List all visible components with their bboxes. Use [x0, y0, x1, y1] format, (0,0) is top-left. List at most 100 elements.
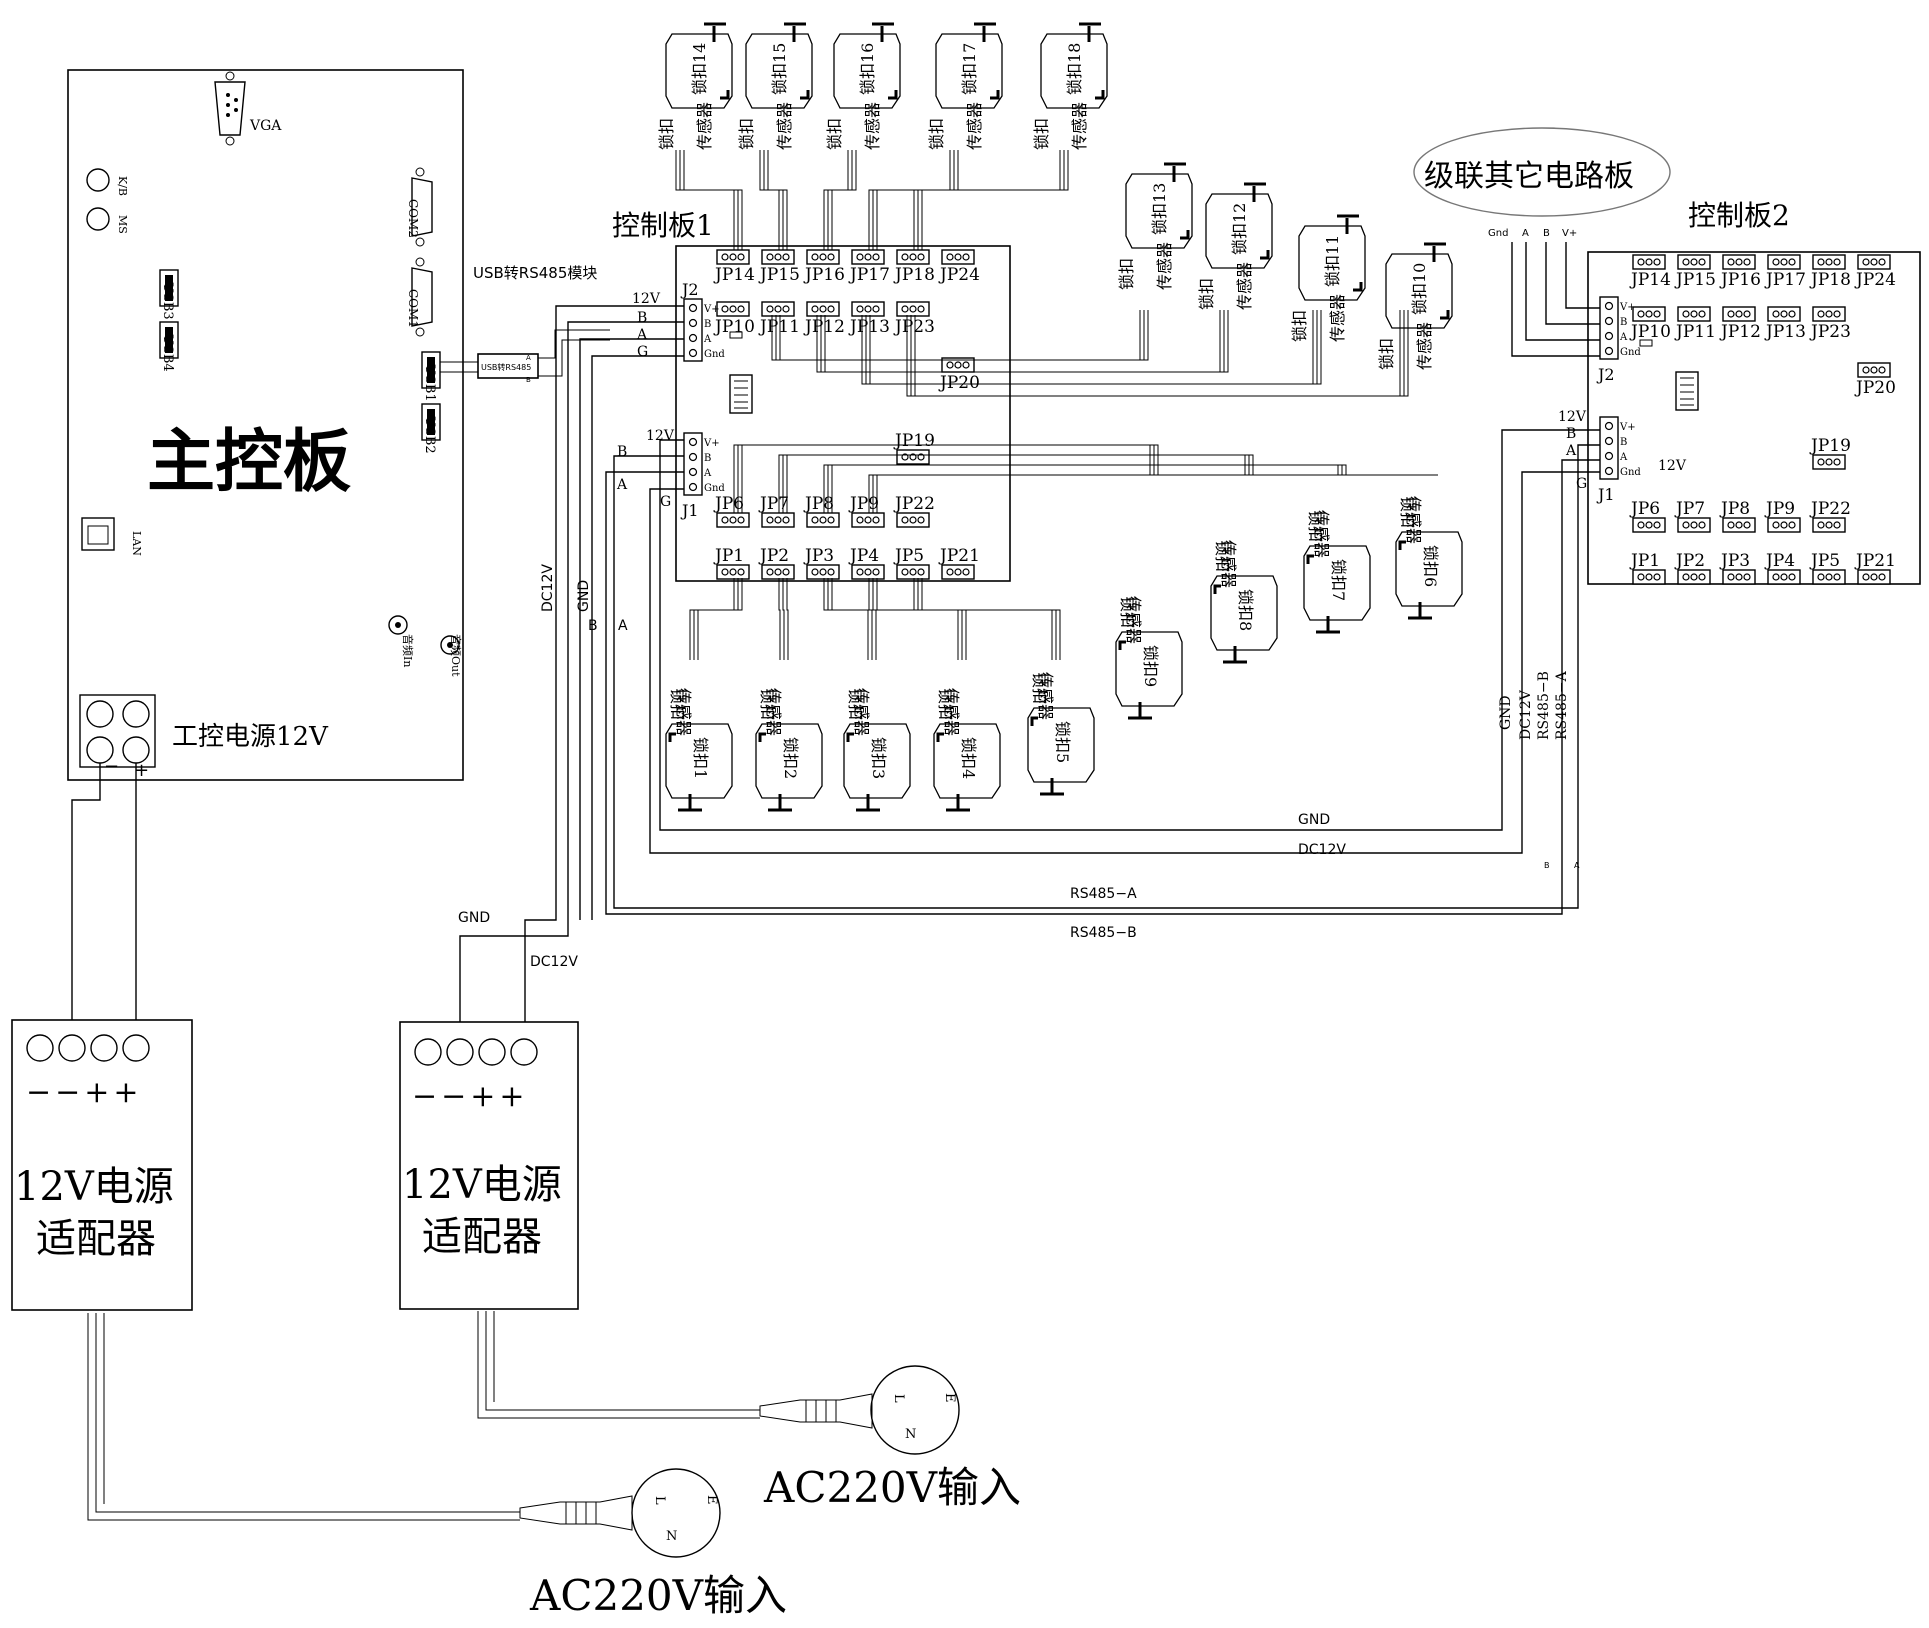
- b1-connectors-jp19: JP19: [893, 431, 935, 465]
- b2-j2-pins-pin-label-2: A: [1619, 332, 1628, 343]
- lock-bot-1-label: 锁扣2: [781, 737, 800, 779]
- b1-connectors-jp14-label: JP14: [713, 265, 755, 285]
- b1-connectors-jp13-label: JP13: [848, 317, 890, 337]
- b2-j1-pins-pin-1: [1604, 436, 1614, 446]
- psu-wire-dc12v: DC12V: [530, 954, 578, 970]
- b2-j2-pins-pin-3: [1604, 346, 1614, 356]
- lock-bot-0-sensor-word: 传感器: [674, 688, 693, 736]
- b1-j1-pins-pin-2: [688, 467, 698, 477]
- b1-connectors-b-jp5: JP5: [893, 546, 930, 580]
- lock-top-4-sensor-word: 传感器: [1070, 102, 1089, 150]
- b2-connectors-jp23: JP23: [1809, 306, 1851, 342]
- b1-connectors-b-jp5-label: JP5: [893, 546, 924, 566]
- psu2-line2: 适配器: [422, 1214, 542, 1260]
- b2-j2-pins-pin-label-1: B: [1620, 317, 1627, 328]
- lock-right-2-label: 锁扣7: [1329, 559, 1348, 601]
- b1-connectors-b-jp21-label: JP21: [938, 546, 980, 566]
- b2-connectors-jp14: JP14: [1629, 254, 1671, 290]
- lock-top-0-label: 锁扣14: [690, 43, 709, 95]
- b1-connectors-jp17: JP17: [848, 249, 890, 285]
- lock-top-1-lock-word: 锁扣: [737, 118, 756, 150]
- lock-right-0-label: 锁扣9: [1141, 645, 1160, 687]
- lock-mid-1-sensor-word: 传感器: [1235, 262, 1254, 310]
- b1-j2-pins-pin-1: [688, 318, 698, 328]
- b1-j1-lead-a: A: [616, 477, 628, 493]
- b1-connectors-jp13: JP13: [848, 301, 890, 337]
- lock-top-0: 锁扣14锁扣传感器: [657, 22, 733, 150]
- power-plus: +: [134, 760, 149, 781]
- ms-label: MS: [116, 215, 129, 234]
- lock-top-3-sensor-word: 传感器: [965, 102, 984, 150]
- plug2-e: E: [942, 1393, 957, 1403]
- b1-connectors-jp10-label: JP10: [713, 317, 755, 337]
- b2-connectors-b-jp1-label: JP1: [1629, 551, 1660, 571]
- b2-j1-lead-a: A: [1565, 443, 1577, 459]
- lock-bot-4-sensor-word: 传感器: [1036, 672, 1055, 720]
- lock-bot-4-lock-word: 锁扣: [1030, 672, 1049, 704]
- lock-mid-1: 锁扣12锁扣传感器: [1197, 182, 1273, 310]
- b2-connectors-jp24-label: JP24: [1854, 270, 1896, 290]
- b2-connectors-jp12: JP12: [1719, 306, 1761, 342]
- b1-connectors-jp11: JP11: [758, 301, 800, 337]
- b1-j1-pins-pin-label-2: A: [703, 468, 712, 479]
- b1-j2-lead-a: A: [636, 327, 648, 343]
- lock-mid-2-lock-word: 锁扣: [1290, 310, 1309, 342]
- b2-connectors-jp10: JP10: [1629, 306, 1671, 342]
- wire-a-small: A: [1574, 861, 1580, 870]
- psu2-line1: 12V电源: [402, 1162, 562, 1208]
- lock-mid-0: 锁扣13锁扣传感器: [1117, 162, 1193, 290]
- b2-connectors-jp13: JP13: [1764, 306, 1806, 342]
- wire-rs485b: RS485−B: [1070, 925, 1137, 941]
- b1-connectors-r3-jp8: JP8: [803, 494, 840, 528]
- b1-connectors-b-jp2: JP2: [758, 546, 795, 580]
- lock-mid-3-label: 锁扣10: [1410, 263, 1429, 315]
- b1-connectors-jp24-label: JP24: [938, 265, 980, 285]
- b2-connectors-r3-jp8: JP8: [1719, 499, 1756, 533]
- usb2-port: USB2: [421, 403, 441, 454]
- lock-bot-4-label: 锁扣5: [1053, 721, 1072, 763]
- b2-j1-lead-b: B: [1566, 426, 1576, 442]
- b1-j2-pins-pin-0: [688, 303, 698, 313]
- psu2-signs: −−++: [412, 1079, 529, 1114]
- b1-j2-pins-pin-label-3: Gnd: [704, 349, 725, 360]
- b2-j2-pins-pin-0: [1604, 301, 1614, 311]
- b2-connectors-jp12-label: JP12: [1719, 322, 1761, 342]
- lock-top-4-label: 锁扣18: [1065, 43, 1084, 95]
- lock-bot-2-label: 锁扣3: [869, 737, 888, 779]
- b2-j1-lead-g: G: [1576, 476, 1587, 492]
- b2-connectors-b-jp21: JP21: [1854, 551, 1896, 585]
- usb1-port: USB1: [421, 351, 441, 402]
- b2-connectors-r3-jp22: JP22: [1809, 499, 1851, 533]
- ps2-ports: K/B MS: [86, 168, 129, 234]
- lock-bot-3-sensor-word: 传感器: [942, 688, 961, 736]
- usb2-label: USB2: [422, 416, 437, 454]
- lock-mid-2-sensor-word: 传感器: [1328, 294, 1347, 342]
- b1-j2-lead-g: G: [637, 344, 648, 360]
- lock-mid-0-lock-word: 锁扣: [1117, 258, 1136, 290]
- lock-right-1-lock-word: 锁扣: [1213, 540, 1232, 572]
- b1-connectors-jp20-label: JP20: [938, 373, 980, 393]
- lock-bot-2-lock-word: 锁扣: [846, 688, 865, 720]
- b2-j1-pins-pin-2: [1604, 451, 1614, 461]
- b1-j2-pins-pin-2: [688, 333, 698, 343]
- b2-j1-pins-pin-label-3: Gnd: [1620, 467, 1641, 478]
- b1-j2-pins-pin-label-1: B: [704, 319, 711, 330]
- board2-j1: J1: [1596, 485, 1615, 504]
- b1-connectors-jp16-label: JP16: [803, 265, 845, 285]
- b1-connectors-jp18-label: JP18: [893, 265, 935, 285]
- b1-connectors-jp15-label: JP15: [758, 265, 800, 285]
- b1-connectors-r3-jp9: JP9: [848, 494, 885, 528]
- b1-j2-pins-pin-label-2: A: [703, 334, 712, 345]
- wire-gnd: GND: [1298, 812, 1330, 828]
- b2-connectors-jp16-label: JP16: [1719, 270, 1761, 290]
- b2-j2-pins-pin-label-3: Gnd: [1620, 347, 1641, 358]
- lock-sensor-modules: 锁扣14锁扣传感器锁扣15锁扣传感器锁扣16锁扣传感器锁扣17锁扣传感器锁扣18…: [657, 22, 1463, 812]
- lock-mid-2: 锁扣11锁扣传感器: [1290, 214, 1366, 342]
- lock-mid-3-sensor-word: 传感器: [1415, 322, 1434, 370]
- b2-j1-lead-12v: 12V: [1558, 409, 1587, 425]
- com2-port: COM2: [406, 167, 433, 247]
- b1-connectors-b-jp4: JP4: [848, 546, 885, 580]
- lock-top-3-lock-word: 锁扣: [927, 118, 946, 150]
